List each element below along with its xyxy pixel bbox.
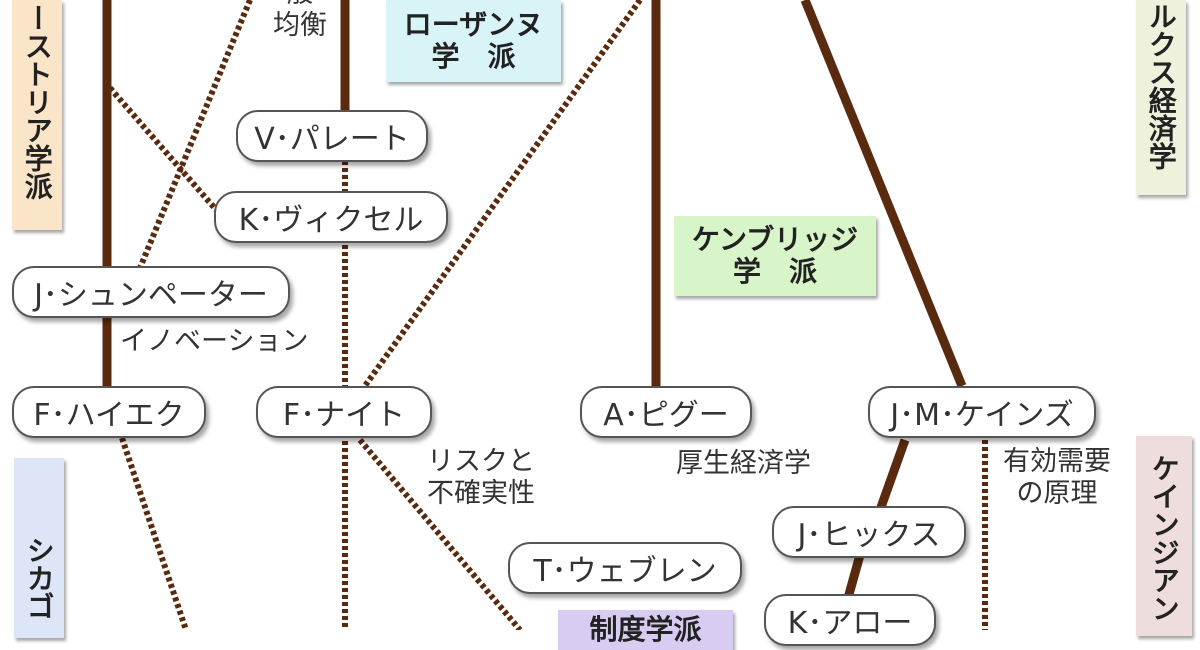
school-cambridge-line1: ケンブリッジ: [691, 222, 859, 256]
dotted-knight-institutional: [357, 438, 523, 630]
line-hicks-arrow: [843, 553, 865, 600]
school-marxian: ルクス経済学: [1136, 0, 1186, 195]
concept-risk: リスクと 不確実性: [418, 446, 544, 511]
concept-welfare: 厚生経済学: [676, 448, 811, 479]
school-keynesian: ケインジアン: [1136, 436, 1192, 636]
school-chicago: シカゴ: [14, 458, 64, 638]
concept-general-equilibrium-line2: 均衡: [273, 10, 327, 42]
school-lausanne: ローザンヌ 学 派: [386, 0, 561, 82]
concept-risk-line2: 不確実性: [427, 478, 535, 510]
concept-risk-line1: リスクと: [427, 446, 535, 477]
concept-effective-demand-line2: の原理: [1016, 478, 1098, 510]
school-cambridge-line2: 学 派: [732, 255, 817, 288]
concept-effective-demand-line1: 有効需要: [1003, 446, 1111, 477]
school-keynesian-label: ケインジアン: [1147, 454, 1181, 622]
school-lausanne-line2: 学 派: [431, 40, 516, 73]
concept-innovation: イノベーション: [120, 326, 309, 357]
concept-effective-demand: 有効需要 の原理: [994, 446, 1120, 511]
dotted-walras-schumpeter: [137, 0, 253, 270]
school-lausanne-line1: ローザンヌ: [403, 7, 544, 41]
dotted-austrian-wicksell: [107, 86, 221, 214]
school-institutional: 制度学派: [558, 610, 733, 650]
node-pareto: V･パレート: [236, 110, 428, 162]
school-marxian-label: ルクス経済学: [1144, 2, 1178, 170]
node-hayek: F･ハイエク: [12, 386, 206, 438]
node-keynes: J･M･ケインズ: [868, 386, 1096, 438]
node-knight: F･ナイト: [256, 386, 432, 438]
node-veblen: T･ウェブレン: [508, 542, 742, 594]
dotted-hayek-chicago: [119, 437, 189, 630]
line-marshall-keynes: [800, 0, 967, 388]
dotted-marshall-knight: [359, 0, 643, 392]
school-austrian: ーストリア学派: [12, 0, 62, 230]
school-chicago-label: シカゴ: [22, 536, 56, 620]
node-arrow: K･アロー: [764, 594, 936, 646]
school-austrian-label: ーストリア学派: [20, 4, 54, 200]
node-schumpeter: J･シュンペーター: [12, 266, 290, 318]
node-pigou: A･ピグー: [580, 386, 752, 438]
school-cambridge: ケンブリッジ 学 派: [674, 216, 876, 296]
node-wicksell: K･ヴィクセル: [214, 191, 448, 243]
concept-general-equilibrium: 般 均衡: [268, 0, 332, 43]
node-hicks: J･ヒックス: [772, 506, 966, 558]
line-keynes-hicks: [875, 438, 910, 512]
school-institutional-label: 制度学派: [589, 613, 702, 646]
concept-general-equilibrium-line1: 般: [268, 0, 332, 10]
